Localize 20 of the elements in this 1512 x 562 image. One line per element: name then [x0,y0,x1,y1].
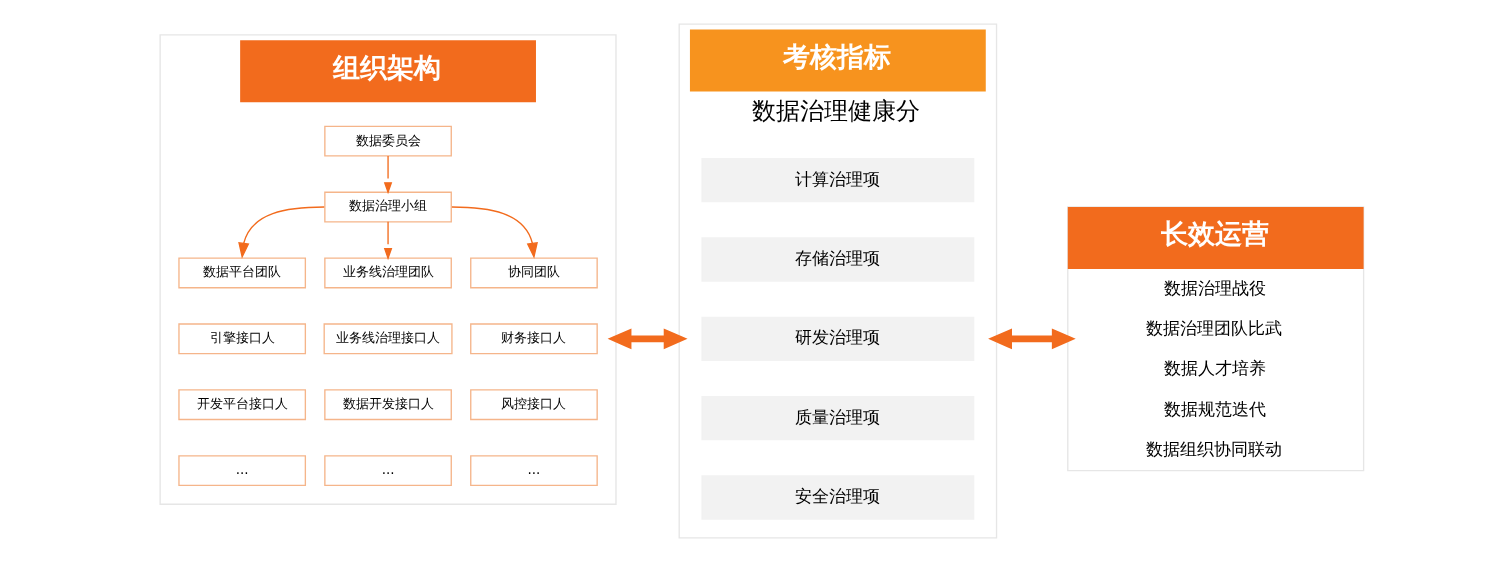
node-box: 业务线治理团队 [323,257,452,289]
node-box: 风控接口人 [469,389,598,421]
node-box: ... [323,455,452,487]
node-box: 财务接口人 [469,323,598,355]
arrow [607,328,688,350]
arrow [383,221,392,261]
node-box: ... [469,455,598,487]
node-box: 数据开发接口人 [323,389,452,421]
node-box: 数据委员会 [323,125,452,157]
node-box: 协同团队 [469,257,598,289]
node-box: 业务线治理接口人 [323,323,453,355]
node-box: 数据平台团队 [177,257,306,289]
node-box: ... [177,455,306,487]
arrow [383,155,392,195]
node-box: 开发平台接口人 [177,389,306,421]
node-box: 引擎接口人 [177,323,306,355]
arrow [987,328,1076,350]
arrow [450,206,538,259]
node-box: 数据治理小组 [323,191,452,223]
arrow [237,206,325,259]
